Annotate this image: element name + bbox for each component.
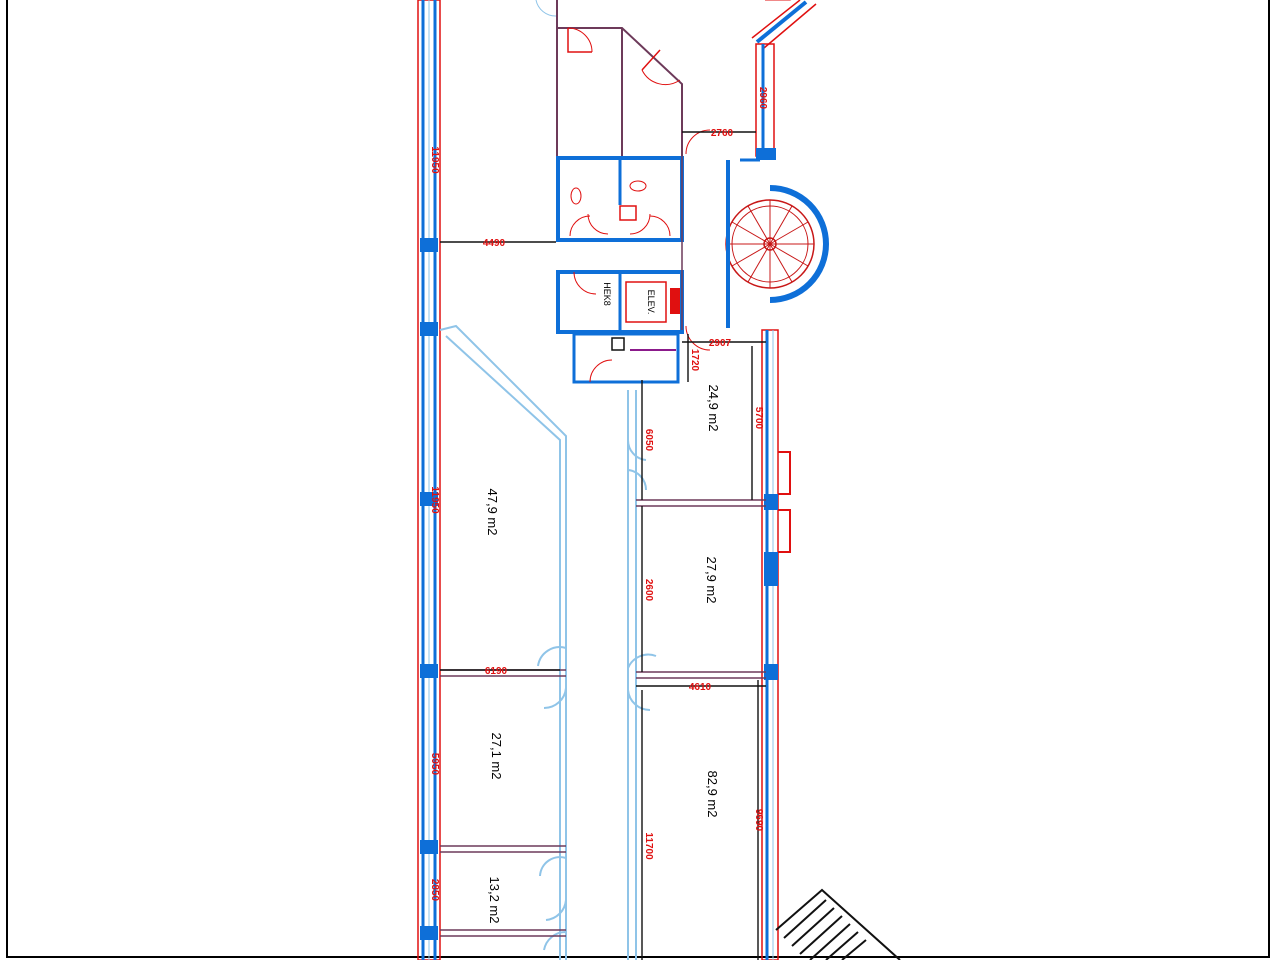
dim-5700: 5700 bbox=[753, 407, 764, 430]
dimension-lines bbox=[440, 131, 766, 960]
elevator-label: ELEV. bbox=[646, 290, 656, 315]
room-areas: 24,9 m2 47,9 m2 27,9 m2 27,1 m2 82,9 m2 … bbox=[485, 385, 721, 924]
upper-core-walls bbox=[535, 0, 683, 158]
dim-11700: 11700 bbox=[643, 832, 654, 860]
room-area-829: 82,9 m2 bbox=[705, 771, 720, 818]
glass-partitions bbox=[439, 324, 657, 960]
toilet-block bbox=[556, 156, 684, 242]
spiral-staircase bbox=[681, 129, 829, 351]
room-area-249: 24,9 m2 bbox=[706, 385, 721, 432]
dim-2600: 2600 bbox=[643, 579, 654, 602]
dim-6050: 6050 bbox=[643, 429, 654, 452]
room-area-271: 27,1 m2 bbox=[489, 733, 504, 780]
outer-wall-right bbox=[761, 329, 791, 960]
dim-2960-right: 2960 bbox=[757, 87, 768, 110]
outer-wall-left bbox=[417, 0, 441, 960]
room-area-132: 13,2 m2 bbox=[487, 877, 502, 924]
elevator-block bbox=[556, 270, 684, 384]
dim-5950: 5950 bbox=[429, 753, 440, 776]
lower-stair bbox=[775, 888, 901, 960]
dim-4610: 4610 bbox=[689, 682, 712, 693]
shaft-label: HEK8 bbox=[602, 282, 612, 306]
dim-9690: 9690 bbox=[753, 809, 764, 832]
dim-2907: 2907 bbox=[709, 338, 732, 349]
dim-6190: 6190 bbox=[485, 666, 508, 677]
core-labels: ELEV. HEK8 bbox=[602, 282, 656, 314]
upper-right-wall bbox=[751, 0, 817, 160]
dim-2760: 2760 bbox=[711, 128, 734, 139]
dimension-labels: 11950 4490 2760 2960 2907 1720 5700 6050… bbox=[429, 87, 768, 902]
dim-11950-mid: 11950 bbox=[429, 486, 440, 514]
dim-1720: 1720 bbox=[689, 349, 700, 372]
room-area-279: 27,9 m2 bbox=[704, 557, 719, 604]
drawing-frame bbox=[6, 0, 1270, 958]
room-area-479: 47,9 m2 bbox=[485, 489, 500, 536]
dim-11950-top: 11950 bbox=[429, 146, 440, 174]
dim-4490: 4490 bbox=[483, 238, 506, 249]
dim-2850: 2850 bbox=[429, 879, 440, 902]
